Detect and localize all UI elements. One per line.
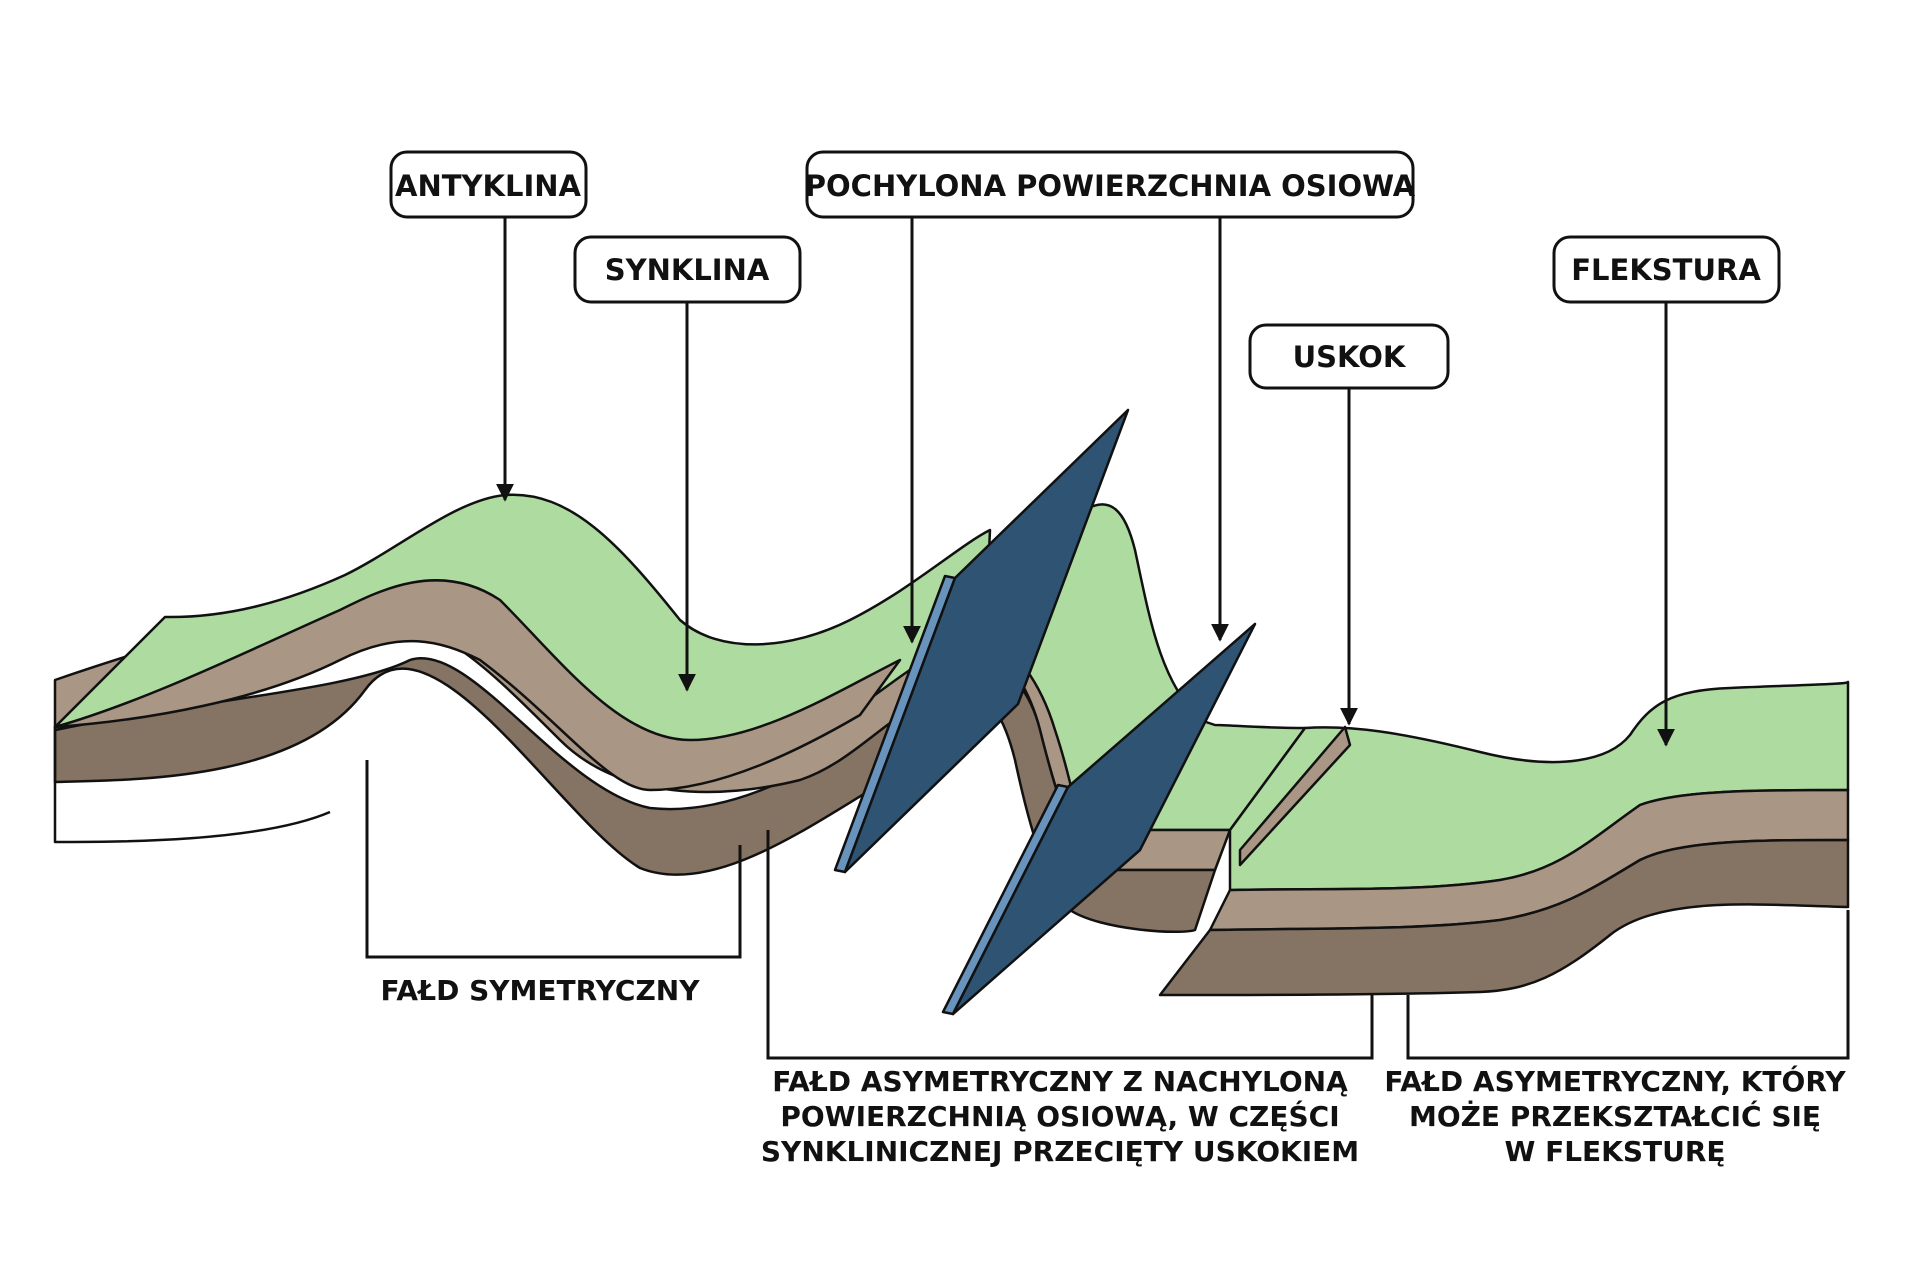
synklina-text: SYNKLINA xyxy=(605,253,770,287)
fleksura-text: FLEKSTURA xyxy=(1571,253,1761,287)
uskok-text: USKOK xyxy=(1293,340,1407,374)
axial-surface-box xyxy=(805,150,1415,219)
asymmetric-fold-flexure-caption-line-1: FAŁD ASYMETRYCZNY, KTÓRY xyxy=(1384,1064,1846,1098)
label-uskok: USKOK xyxy=(1248,323,1450,726)
caption-asymmetric-fold-fault: FAŁD ASYMETRYCZNY Z NACHYLONĄ POWIERZCHN… xyxy=(761,830,1374,1168)
asymmetric-fold-fault-caption-line-1: FAŁD ASYMETRYCZNY Z NACHYLONĄ xyxy=(772,1065,1348,1098)
symmetric-fold-bracket xyxy=(365,760,742,959)
flexure-block xyxy=(1158,680,1850,997)
symmetric-fold-caption-line-1: FAŁD SYMETRYCZNY xyxy=(381,974,701,1007)
asymmetric-fold-fault-caption-line-3: SYNKLINICZNEJ PRZECIĘTY USKOKIEM xyxy=(761,1135,1359,1168)
label-axial-surface: POCHYLONA POWIERZCHNIA OSIOWA xyxy=(805,150,1416,644)
asymmetric-fold-flexure-caption-line-2: MOŻE PRZEKSZTAŁCIĆ SIĘ xyxy=(1409,1099,1821,1133)
antyklina-text: ANTYKLINA xyxy=(395,169,582,203)
brown-layer-middle xyxy=(958,658,1217,934)
label-fleksura: FLEKSTURA xyxy=(1552,235,1781,747)
layer-outline xyxy=(53,727,331,844)
fault-step xyxy=(1238,725,1352,867)
caption-asymmetric-fold-flexure: FAŁD ASYMETRYCZNY, KTÓRY MOŻE PRZEKSZTAŁ… xyxy=(1384,910,1850,1168)
fault-plane-left xyxy=(833,408,1130,874)
fault-plane-left-face xyxy=(843,408,1130,874)
tan-front-left xyxy=(53,579,902,792)
fault-plane-right-face xyxy=(951,622,1257,1016)
block-front-left xyxy=(53,579,902,792)
brown-layer-right xyxy=(1158,838,1850,997)
axial-surface-text: POCHYLONA POWIERZCHNIA OSIOWA xyxy=(805,169,1416,203)
asymmetric-fold-fault-caption-line-2: POWIERZCHNIĄ OSIOWĄ, W CZĘŚCI xyxy=(780,1099,1339,1133)
asymmetric-fold-fault-bracket xyxy=(766,830,1374,1060)
label-antyklina: ANTYKLINA xyxy=(389,150,588,502)
fault-plane-right xyxy=(941,622,1257,1016)
antyklina-box xyxy=(389,150,588,219)
asymmetric-fold-flexure-caption-line-3: W FLEKSTURĘ xyxy=(1504,1135,1725,1168)
caption-symmetric-fold: FAŁD SYMETRYCZNY xyxy=(365,760,742,1007)
asymmetric-fold-flexure-bracket xyxy=(1406,910,1850,1060)
label-synklina: SYNKLINA xyxy=(573,235,802,692)
